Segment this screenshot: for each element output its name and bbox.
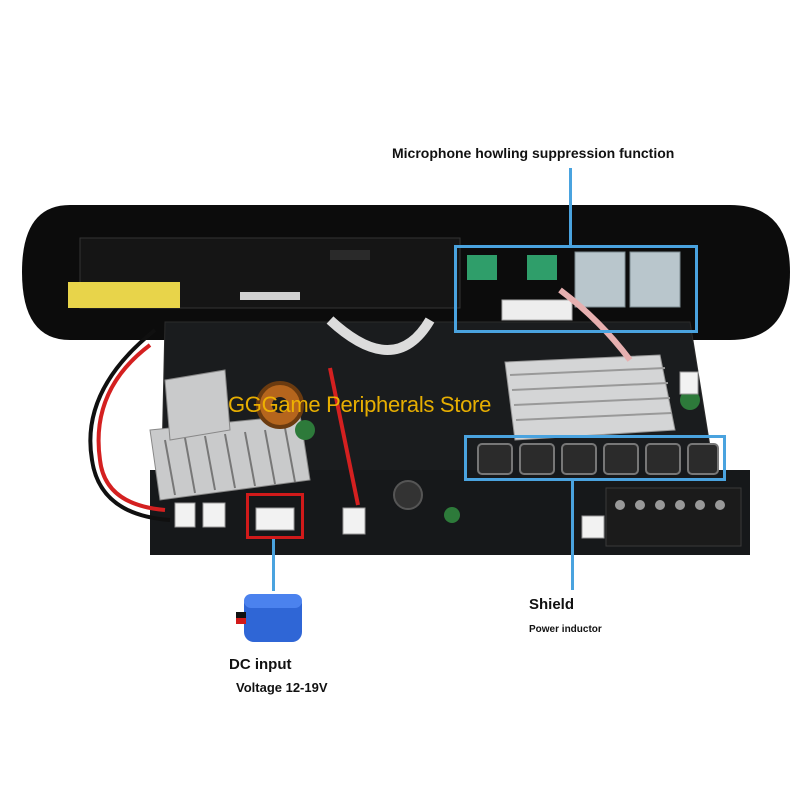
dc-input-line (272, 539, 275, 591)
shield-callout-sub: Power inductor (529, 624, 602, 635)
dc-input-highlight (246, 493, 304, 539)
howling-callout-box (454, 245, 698, 333)
yellow-tape (68, 282, 180, 308)
power-inductors (477, 443, 719, 475)
black-wire (88, 328, 171, 522)
howling-callout-line (569, 168, 572, 246)
howling-callout-label: Microphone howling suppression function (392, 145, 675, 161)
store-watermark: GGGame Peripherals Store (228, 392, 492, 417)
terminal-block (605, 487, 742, 547)
shield-callout-title: Shield (529, 596, 575, 613)
battery-icon (236, 588, 306, 646)
howling-components (467, 251, 681, 321)
shield-callout-box (464, 435, 726, 481)
dc-input-sub: Voltage 12-19V (236, 680, 328, 695)
red-wire (96, 343, 166, 512)
shield-callout-line (571, 480, 574, 590)
dc-input-title: DC input (229, 656, 292, 673)
